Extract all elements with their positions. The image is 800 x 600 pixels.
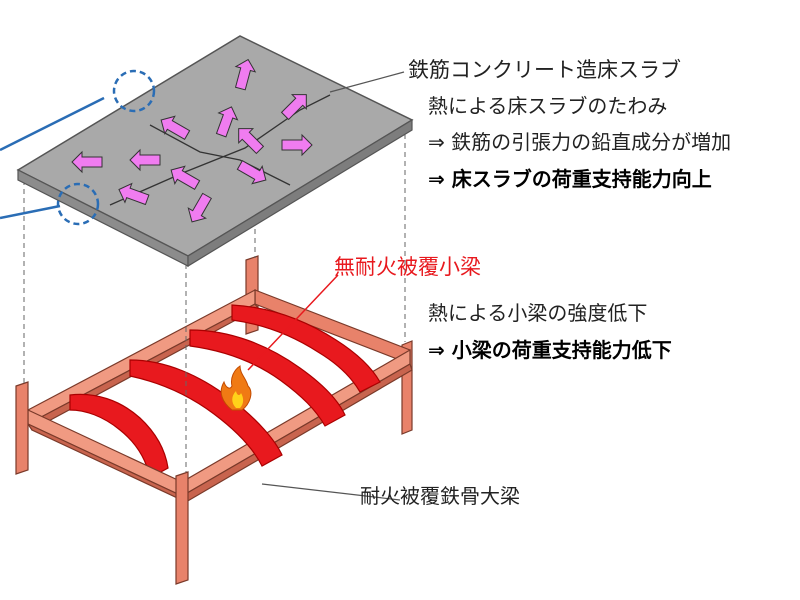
beam-effect-line1: 熱による小梁の強度低下 [428, 301, 648, 325]
arrow-icon [238, 128, 265, 155]
arrow-icon [187, 192, 213, 223]
slab-effect-line1: 熱による床スラブのたわみ [428, 94, 668, 118]
steel-frame [15, 255, 413, 585]
arrow-icon [236, 159, 267, 185]
beam-leader-line [247, 274, 339, 371]
frame-post-front-center [175, 471, 189, 585]
slab-effect-line3: ⇒ 床スラブの荷重支持能力向上 [428, 167, 712, 191]
arrow-icon [215, 106, 239, 138]
projection-guides [23, 125, 406, 472]
arrow-icon [129, 148, 161, 172]
arrow-icon [160, 115, 191, 141]
floor-slab [16, 35, 414, 268]
detail-circle-bottom [56, 182, 100, 226]
arrow-icon [280, 94, 307, 121]
secondary-beam-2 [129, 359, 283, 467]
secondary-beam-title: 無耐火被覆小梁 [334, 255, 481, 279]
girder-label: 耐火被覆鉄骨大梁 [360, 484, 520, 508]
arrow-icon [71, 150, 103, 174]
expansion-arrows [71, 58, 313, 223]
leader-lines [261, 71, 405, 501]
arrow-icon [281, 133, 313, 157]
detail-callouts [0, 69, 156, 226]
slab-effect-line2: ⇒ 鉄筋の引張力の鉛直成分が増加 [428, 130, 732, 154]
arrow-icon [118, 182, 150, 206]
detail-circle-top [112, 69, 156, 113]
arrow-icon [170, 165, 201, 191]
beam-effect-line2: ⇒ 小梁の荷重支持能力低下 [428, 338, 672, 362]
arrow-icon [234, 58, 257, 91]
slab-title: 鉄筋コンクリート造床スラブ [408, 58, 681, 82]
fire-icon [220, 365, 252, 411]
secondary-beam-3 [189, 329, 346, 427]
frame-post-front-left [15, 381, 29, 475]
